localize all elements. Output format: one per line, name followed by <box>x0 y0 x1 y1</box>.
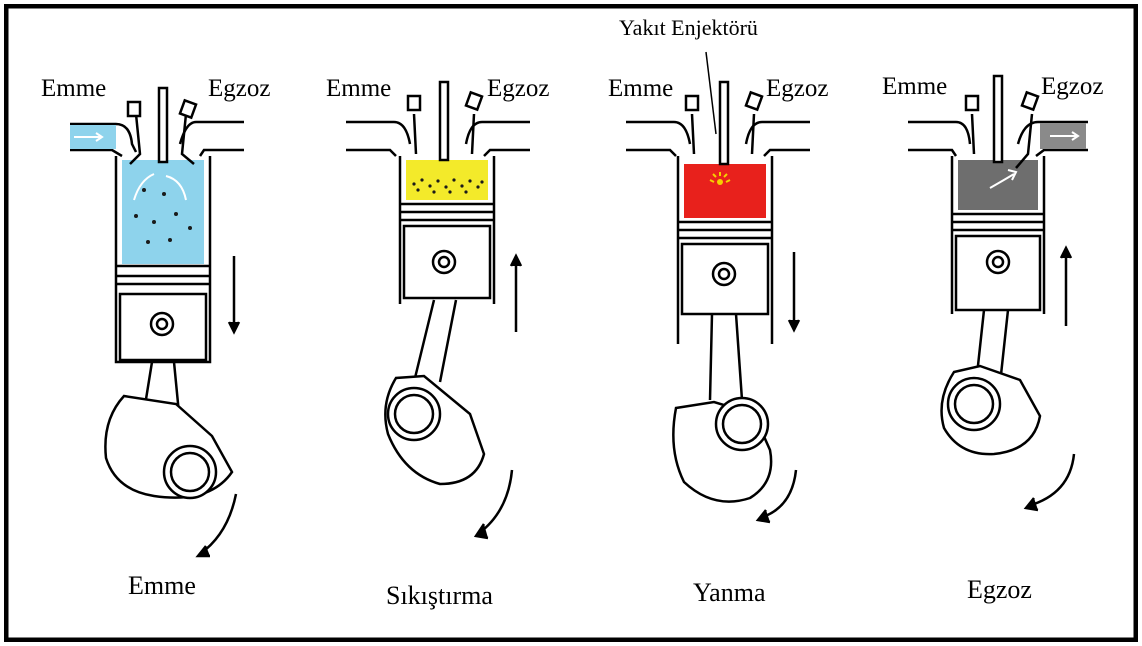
caption-compression: Sıkıştırma <box>386 583 493 609</box>
injector-label: Yakıt Enjektörü <box>619 17 758 39</box>
diagram-frame <box>4 4 1138 642</box>
exhaust-label-4: Egzoz <box>1041 74 1103 99</box>
intake-label-3: Emme <box>608 76 673 101</box>
intake-label-2: Emme <box>326 76 391 101</box>
exhaust-label-3: Egzoz <box>766 76 828 101</box>
caption-exhaust: Egzoz <box>967 577 1032 603</box>
intake-label-4: Emme <box>882 74 947 99</box>
caption-combustion: Yanma <box>693 580 765 606</box>
exhaust-label-1: Egzoz <box>208 76 270 101</box>
exhaust-label-2: Egzoz <box>487 76 549 101</box>
intake-label-1: Emme <box>41 76 106 101</box>
caption-intake: Emme <box>128 573 196 599</box>
